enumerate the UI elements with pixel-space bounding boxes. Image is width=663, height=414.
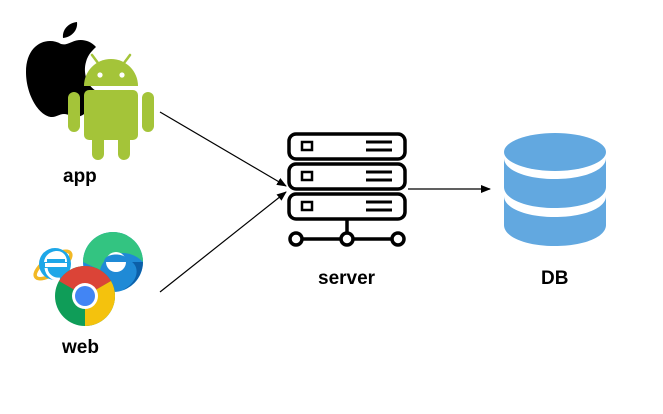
chrome-icon xyxy=(55,265,116,326)
edge-app-to-server xyxy=(159,111,287,187)
app-label: app xyxy=(63,166,97,187)
server-node: server xyxy=(287,132,407,289)
app-node: app xyxy=(26,22,154,187)
web-node: web xyxy=(33,232,143,358)
database-icon xyxy=(504,133,606,246)
web-label: web xyxy=(61,337,99,358)
db-label: DB xyxy=(541,268,568,289)
server-label: server xyxy=(318,268,376,289)
server-rack-icon xyxy=(287,132,407,247)
db-node: DB xyxy=(504,133,606,289)
edge-web-to-server xyxy=(159,191,287,293)
android-icon xyxy=(68,53,154,160)
internet-explorer-icon xyxy=(33,248,73,281)
apple-icon xyxy=(26,22,98,117)
